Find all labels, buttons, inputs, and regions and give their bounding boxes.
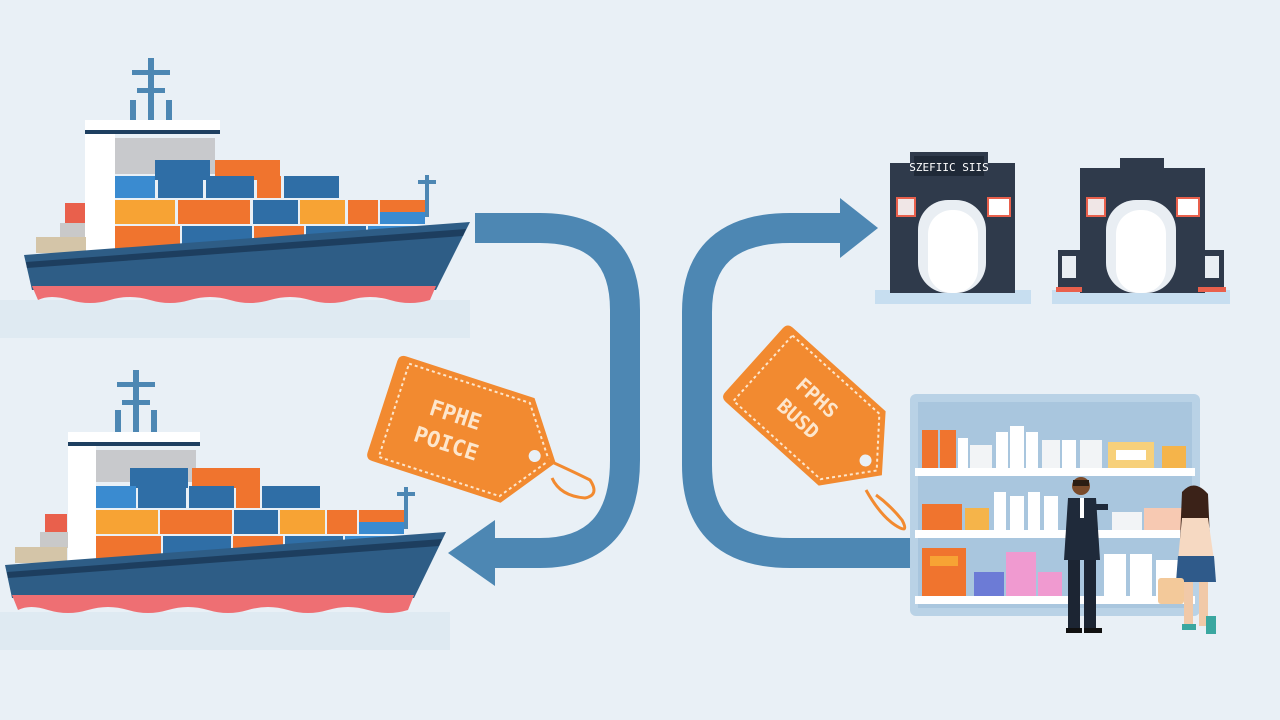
return-flow-arrow	[448, 213, 640, 586]
gate-right	[1052, 158, 1230, 304]
price-tag-left: FPHE POICE	[367, 355, 596, 503]
gate-left: SZEFIIC SIIS	[875, 152, 1031, 304]
shopper-man	[1064, 477, 1108, 633]
cargo-ship-bottom	[0, 370, 450, 650]
gate-sign-label: SZEFIIC SIIS	[909, 161, 988, 174]
forward-flow-arrow	[682, 198, 915, 568]
shopper-woman	[1158, 485, 1216, 634]
cargo-ship-top	[0, 58, 470, 338]
price-tag-right: FPHS BUSD	[723, 325, 907, 531]
store-shelf	[910, 394, 1200, 616]
